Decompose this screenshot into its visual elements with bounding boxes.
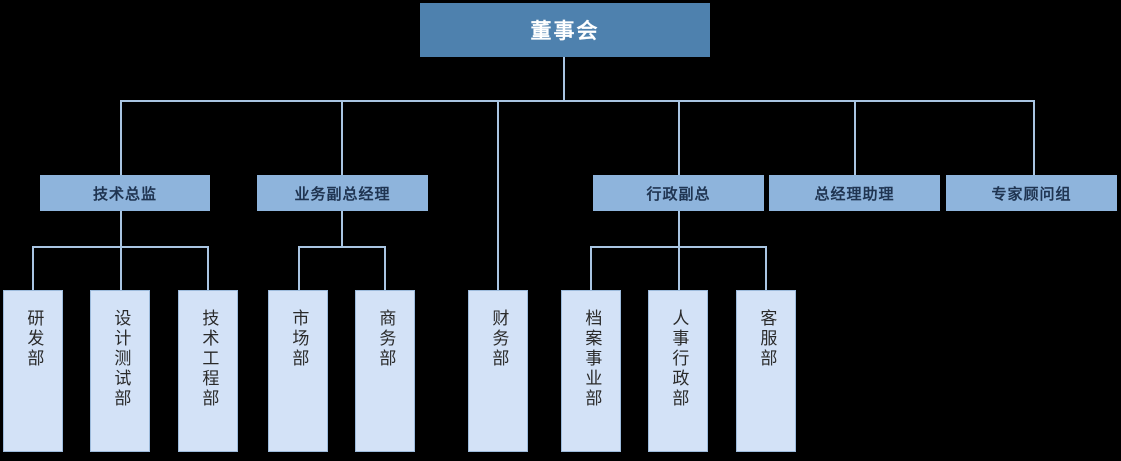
node-expert-advisory-group[interactable]: 专家顾问组 <box>946 175 1117 211</box>
node-finance-dept[interactable]: 财务部 <box>468 290 528 452</box>
node-label: 专家顾问组 <box>991 184 1072 203</box>
connector-tech-director-stem <box>120 211 122 248</box>
connector-drop-hr-admin-dept <box>678 246 680 290</box>
connector-root-stem <box>563 57 565 102</box>
node-rd-dept[interactable]: 研发部 <box>3 290 63 452</box>
connector-drop-design-test-dept <box>120 246 122 290</box>
connector-drop-tech-director <box>120 100 122 175</box>
node-customer-service-dept[interactable]: 客服部 <box>736 290 796 452</box>
connector-drop-admin-vp <box>678 100 680 175</box>
node-commerce-dept[interactable]: 商务部 <box>355 290 415 452</box>
node-admin-vp[interactable]: 行政副总 <box>593 175 764 211</box>
node-tech-engineering-dept[interactable]: 技术工程部 <box>178 290 238 452</box>
connector-business-vp-stem <box>341 211 343 248</box>
node-market-dept[interactable]: 市场部 <box>268 290 328 452</box>
connector-drop-market-dept <box>298 246 300 290</box>
node-label: 人事行政部 <box>668 309 689 409</box>
connector-drop-business-vp <box>341 100 343 175</box>
node-label: 市场部 <box>288 309 309 369</box>
connector-business-vp-bus <box>298 246 386 248</box>
node-label: 总经理助理 <box>814 184 895 203</box>
node-label: 档案事业部 <box>581 309 602 409</box>
connector-drop-expert-group <box>1033 100 1035 175</box>
connector-drop-rd-dept <box>32 246 34 290</box>
connector-drop-customer-service-dept <box>765 246 767 290</box>
connector-drop-gm-assistant <box>854 100 856 175</box>
node-label: 研发部 <box>23 309 44 369</box>
node-label: 技术工程部 <box>198 309 219 409</box>
node-gm-assistant[interactable]: 总经理助理 <box>769 175 940 211</box>
connector-drop-finance-dept <box>497 100 499 290</box>
connector-drop-archives-dept <box>590 246 592 290</box>
connector-drop-tech-eng-dept <box>207 246 209 290</box>
connector-root-bus <box>120 100 1035 102</box>
node-business-vp[interactable]: 业务副总经理 <box>257 175 428 211</box>
node-archives-division[interactable]: 档案事业部 <box>561 290 621 452</box>
connector-admin-vp-stem <box>678 211 680 248</box>
node-label: 商务部 <box>375 309 396 369</box>
node-label: 技术总监 <box>92 184 157 203</box>
connector-drop-commerce-dept <box>384 246 386 290</box>
node-label: 业务副总经理 <box>294 184 391 203</box>
node-tech-director[interactable]: 技术总监 <box>40 175 210 211</box>
node-label: 董事会 <box>530 19 600 43</box>
node-board-of-directors[interactable]: 董事会 <box>420 3 710 57</box>
node-label: 行政副总 <box>646 184 711 203</box>
node-label: 设计测试部 <box>110 309 131 409</box>
node-label: 财务部 <box>488 309 509 369</box>
node-design-test-dept[interactable]: 设计测试部 <box>90 290 150 452</box>
node-label: 客服部 <box>756 309 777 369</box>
node-hr-admin-dept[interactable]: 人事行政部 <box>648 290 708 452</box>
